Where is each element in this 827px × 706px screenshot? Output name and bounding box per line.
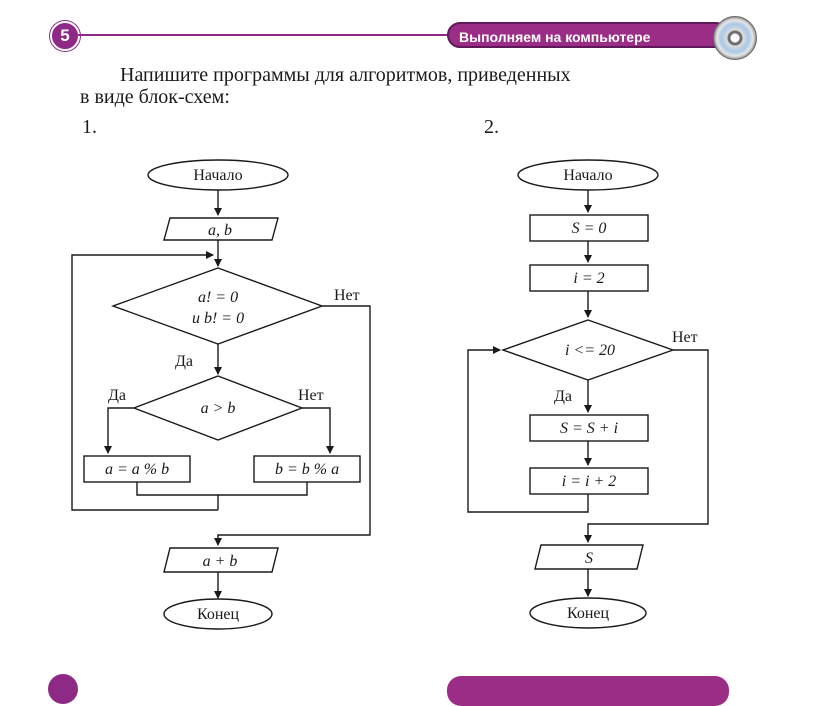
fc2-init-i-shape — [529, 264, 649, 292]
cd-icon — [713, 16, 757, 60]
fc1-assign-left-shape — [83, 455, 191, 483]
instruction-line-1: Напишите программы для алгоритмов, приве… — [120, 64, 571, 86]
fc2-start-label: Начало — [563, 167, 612, 184]
page-number: 5 — [50, 21, 80, 51]
fc2-init-s-label: S = 0 — [572, 220, 607, 237]
fc2-sum-shape — [529, 414, 649, 442]
next-page-marker — [48, 674, 78, 704]
fc1-yes2-label: Да — [108, 387, 126, 404]
flowchart-2-number: 2. — [484, 116, 499, 138]
fc1-cond1-shape — [110, 267, 325, 345]
fc1-cond1-label-2: и b! = 0 — [192, 310, 244, 327]
fc1-input-shape — [163, 217, 279, 241]
fc2-incr-shape — [529, 467, 649, 495]
header-rule — [78, 34, 448, 36]
next-banner-marker — [447, 676, 729, 706]
fc2-output-shape — [534, 544, 644, 570]
fc1-assign-left-label: a = a % b — [105, 461, 169, 478]
fc1-no1-label: Нет — [334, 287, 360, 304]
fc1-no2-label: Нет — [298, 387, 324, 404]
fc1-assign-right-shape — [253, 455, 361, 483]
section-banner: Выполняем на компьютере — [447, 22, 729, 48]
fc2-init-i-label: i = 2 — [573, 270, 604, 287]
page-header: 5 Выполняем на компьютере — [0, 0, 827, 60]
fc2-sum-label: S = S + i — [560, 420, 618, 437]
fc2-init-s-shape — [529, 214, 649, 242]
fc1-input-label: a, b — [208, 222, 232, 239]
fc1-end-shape — [163, 598, 273, 630]
fc2-incr-label: i = i + 2 — [562, 473, 616, 490]
fc2-end-label: Конец — [567, 605, 610, 622]
flowchart-1-number: 1. — [82, 116, 97, 138]
instruction-line-2: в виде блок-схем: — [80, 86, 230, 108]
fc2-end-shape — [529, 597, 647, 629]
fc1-cond2-label: a > b — [201, 400, 236, 417]
fc1-yes1-label: Да — [175, 353, 193, 370]
fc1-cond2-shape — [132, 375, 304, 441]
fc2-yes-label: Да — [554, 388, 572, 405]
instruction-text: Напишите программы для алгоритмов, приве… — [80, 64, 740, 108]
flowcharts: Начало a, b a! = 0 и b! = 0 Да Нет a > b… — [71, 159, 709, 630]
fc1-end-label: Конец — [197, 606, 240, 623]
fc1-assign-right-label: b = b % a — [275, 461, 339, 478]
fc2-no-label: Нет — [672, 329, 698, 346]
fc1-output-shape — [163, 547, 279, 573]
fc2-cond-label: i <= 20 — [565, 342, 615, 359]
fc1-output-label: a + b — [203, 553, 238, 570]
fc1-cond1-label-1: a! = 0 — [198, 289, 238, 306]
fc1-start-label: Начало — [193, 167, 242, 184]
fc2-output-label: S — [585, 550, 593, 567]
